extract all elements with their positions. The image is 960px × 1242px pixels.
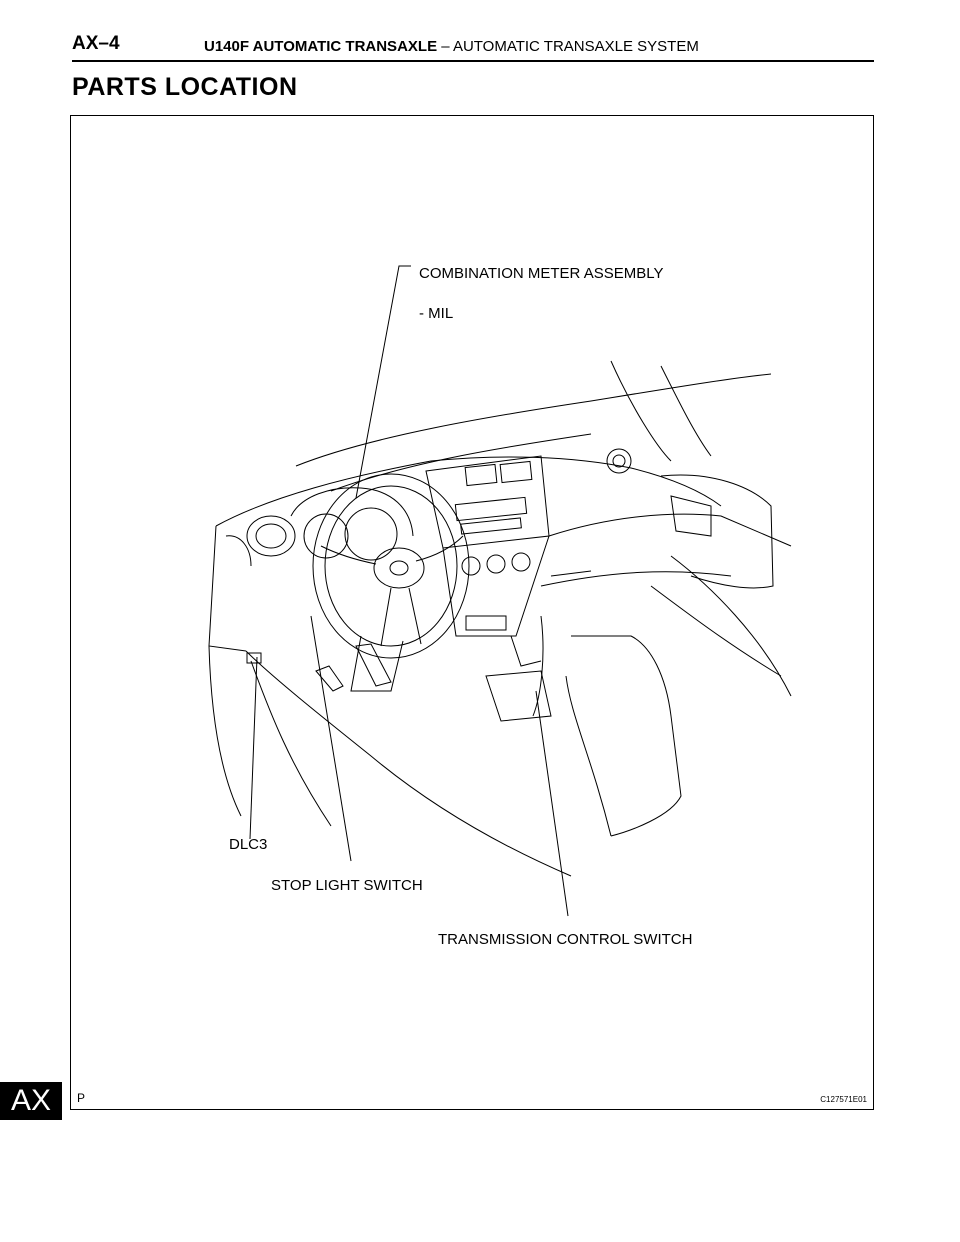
parts-location-figure: COMBINATION METER ASSEMBLY - MIL DLC3 ST… — [70, 115, 874, 1110]
meter-leader-line — [355, 265, 411, 499]
mil-label: - MIL — [419, 305, 454, 322]
combination-meter-label: COMBINATION METER ASSEMBLY — [419, 265, 664, 282]
transmission-control-switch-label: TRANSMISSION CONTROL SWITCH — [438, 931, 693, 948]
dlc3-leader-line — [249, 656, 258, 840]
dashboard-illustration — [208, 265, 792, 917]
tcs-leader-line — [535, 690, 569, 917]
figure-id: C127571E01 — [820, 1095, 867, 1104]
figure-corner-letter: P — [77, 1091, 86, 1105]
header-title-regular: AUTOMATIC TRANSAXLE SYSTEM — [452, 38, 699, 55]
page-number: AX–4 — [72, 33, 120, 54]
stop-light-switch-label: STOP LIGHT SWITCH — [271, 877, 423, 894]
running-header: U140F AUTOMATIC TRANSAXLE – AUTOMATIC TR… — [204, 38, 699, 55]
header-title-bold: U140F AUTOMATIC TRANSAXLE — [204, 38, 438, 55]
header-separator: – — [437, 38, 453, 55]
section-title: PARTS LOCATION — [72, 73, 298, 101]
section-tab: AX — [0, 1082, 62, 1120]
dlc3-label: DLC3 — [229, 836, 268, 853]
stop-light-leader-line — [310, 615, 352, 862]
header-rule — [72, 60, 874, 62]
